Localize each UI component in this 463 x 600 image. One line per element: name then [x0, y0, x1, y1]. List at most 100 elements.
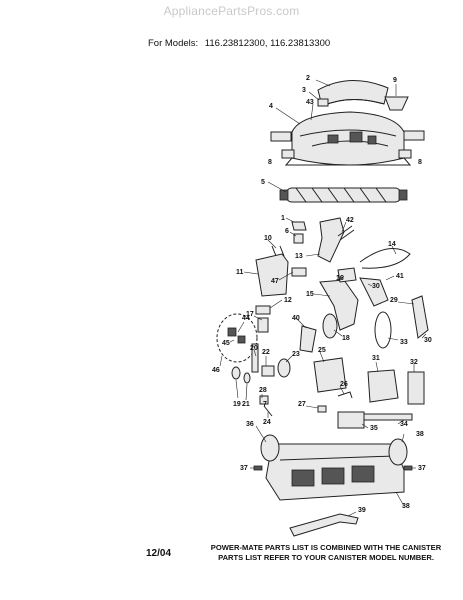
part-motor-bracket	[313, 357, 347, 393]
part-screws	[271, 245, 285, 257]
part-knob	[277, 358, 291, 378]
part-base-pan	[265, 443, 405, 501]
part-swivel-neck	[317, 217, 345, 263]
label-part-30: 30	[424, 337, 432, 344]
part-shield	[299, 325, 317, 353]
part-number-labels: 2 3 4 43 9 8 8 5 1 6 42 13 10 11 47 14 4…	[212, 75, 432, 514]
part-connector	[317, 405, 327, 413]
leader-lines	[219, 79, 427, 517]
label-part-15: 15	[306, 291, 314, 298]
label-part-11: 11	[236, 269, 244, 276]
footer-note: POWER-MATE PARTS LIST IS COMBINED WITH T…	[196, 543, 456, 563]
label-part-25: 25	[318, 347, 326, 354]
label-part-17: 17	[246, 311, 254, 318]
label-part-26: 26	[340, 381, 348, 388]
label-part-7: 7	[263, 401, 267, 408]
models-label: For Models:	[148, 38, 199, 49]
part-rod	[251, 343, 259, 373]
label-part-40: 40	[292, 315, 300, 322]
part-tab	[317, 98, 329, 107]
part-motor-cover	[407, 371, 425, 405]
part-latch	[291, 267, 307, 277]
models-value: 116.23812300, 116.23813300	[204, 38, 331, 49]
label-part-13: 13	[295, 253, 303, 260]
part-cover-plate	[359, 277, 389, 307]
part-pin	[263, 405, 273, 417]
label-part-2: 2	[306, 75, 310, 82]
part-wheel-left	[260, 434, 280, 462]
label-part-32: 32	[410, 359, 418, 366]
label-part-14: 14	[388, 241, 396, 248]
label-part-1: 1	[281, 215, 285, 222]
part-clip	[291, 221, 307, 231]
part-switch	[227, 327, 237, 337]
part-block	[255, 305, 271, 315]
label-part-31: 31	[372, 355, 380, 362]
part-end-cap-left	[270, 131, 292, 142]
label-part-3: 3	[302, 87, 306, 94]
label-part-29: 29	[390, 297, 398, 304]
label-part-36: 36	[246, 421, 254, 428]
part-bracket	[293, 233, 304, 244]
part-washer	[231, 366, 241, 380]
label-part-30-top: 30	[372, 283, 380, 290]
part-belt	[374, 311, 392, 349]
part-side-plate	[411, 295, 429, 339]
watermark: AppliancePartsPros.com	[163, 4, 300, 18]
label-part-5: 5	[261, 179, 265, 186]
part-wheel	[322, 313, 338, 339]
part-elbow-cap	[337, 267, 357, 283]
part-spring	[337, 225, 355, 241]
label-part-8-right: 8	[418, 159, 422, 166]
revision-date: 12/04	[146, 548, 172, 559]
label-part-8-left: 8	[268, 159, 272, 166]
part-axle-pin-left	[253, 465, 263, 471]
label-part-37-left: 37	[240, 465, 248, 472]
part-brush-roll	[279, 187, 408, 203]
label-part-38: 38	[402, 503, 410, 510]
part-post	[257, 317, 269, 333]
label-part-24: 24	[263, 419, 271, 426]
part-end-cap-lower-left	[281, 149, 295, 159]
part-group-outline	[216, 313, 258, 363]
label-part-21: 21	[242, 401, 250, 408]
label-part-38-top: 38	[416, 431, 424, 438]
label-part-33: 33	[400, 339, 408, 346]
label-part-42: 42	[346, 217, 354, 224]
part-latch-block	[261, 365, 275, 377]
label-part-6: 6	[285, 228, 289, 235]
label-part-9: 9	[393, 77, 397, 84]
label-part-37-right: 37	[418, 465, 426, 472]
label-part-20: 20	[250, 345, 258, 352]
part-filter	[384, 96, 409, 111]
part-cord	[359, 248, 411, 269]
part-pivot-bracket	[255, 253, 289, 297]
label-part-46: 46	[212, 367, 220, 374]
label-part-39: 39	[358, 507, 366, 514]
label-part-35: 35	[370, 425, 378, 432]
label-part-41: 41	[396, 273, 404, 280]
label-part-47: 47	[271, 278, 279, 285]
label-part-10: 10	[264, 235, 272, 242]
label-part-44: 44	[242, 315, 250, 322]
label-part-12: 12	[284, 297, 292, 304]
label-part-19: 19	[233, 401, 241, 408]
part-bumper	[337, 411, 365, 429]
label-part-28: 28	[259, 387, 267, 394]
footer-note-line-2: PARTS LIST REFER TO YOUR CANISTER MODEL …	[218, 553, 434, 562]
label-part-22: 22	[262, 349, 270, 356]
part-end-cap-right	[403, 130, 425, 141]
label-part-4: 4	[269, 103, 273, 110]
label-part-27: 27	[298, 401, 306, 408]
label-part-23: 23	[292, 351, 300, 358]
label-part-18: 18	[342, 335, 350, 342]
part-axle-handle	[289, 513, 359, 537]
part-wire	[337, 391, 353, 399]
part-spacer	[243, 372, 251, 384]
part-motor	[367, 369, 399, 403]
part-axle-pin-right	[403, 465, 413, 471]
footer-note-line-1: POWER-MATE PARTS LIST IS COMBINED WITH T…	[210, 543, 442, 552]
part-main-housing	[284, 111, 412, 166]
